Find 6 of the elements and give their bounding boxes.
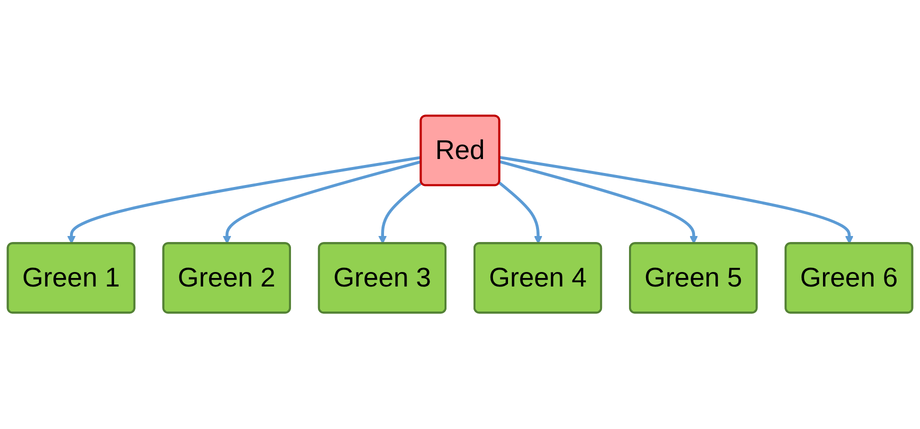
arrow bbox=[378, 182, 422, 244]
arrow bbox=[222, 160, 422, 244]
arrow bbox=[500, 156, 854, 244]
arrow bbox=[498, 182, 542, 244]
arrow bbox=[67, 156, 422, 244]
arrow bbox=[499, 160, 698, 244]
